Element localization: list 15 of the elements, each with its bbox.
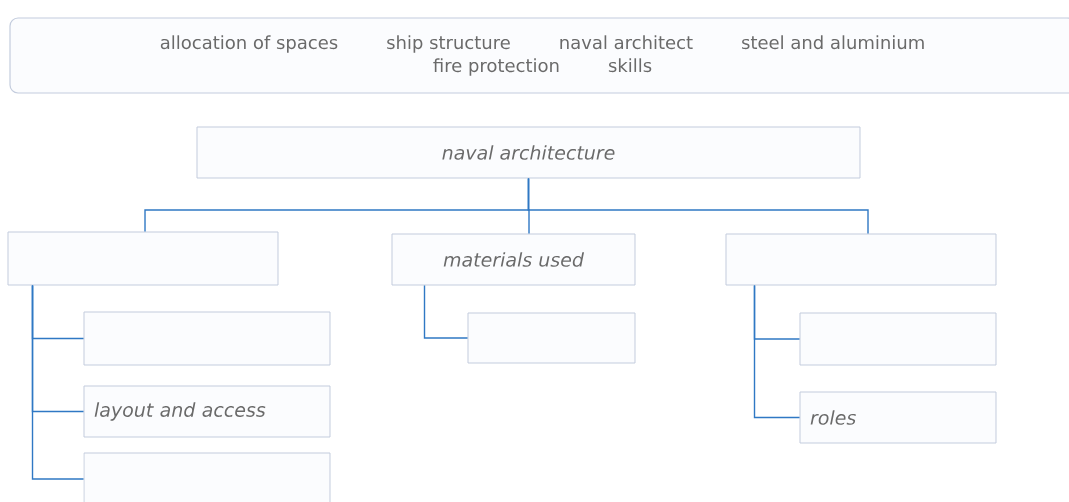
blank-answer-box [83, 311, 331, 366]
word-bank-box: allocation of spaces ship structure naval architect steel and aluminium fire protection skills [9, 17, 1069, 94]
heading-box: naval architecture [196, 126, 861, 179]
answer-box: roles [799, 391, 997, 444]
connector-line [527, 177, 869, 235]
blank-answer-box [7, 231, 279, 286]
connector-line [423, 284, 469, 339]
answer-box: layout and access [83, 385, 331, 438]
blank-answer-box [83, 452, 331, 502]
blank-answer-box [467, 312, 636, 364]
connector-line [753, 284, 801, 419]
heading-box: materials used [391, 233, 636, 286]
connector-line [31, 284, 85, 480]
blank-answer-box [725, 233, 997, 286]
blank-answer-box [799, 312, 997, 366]
